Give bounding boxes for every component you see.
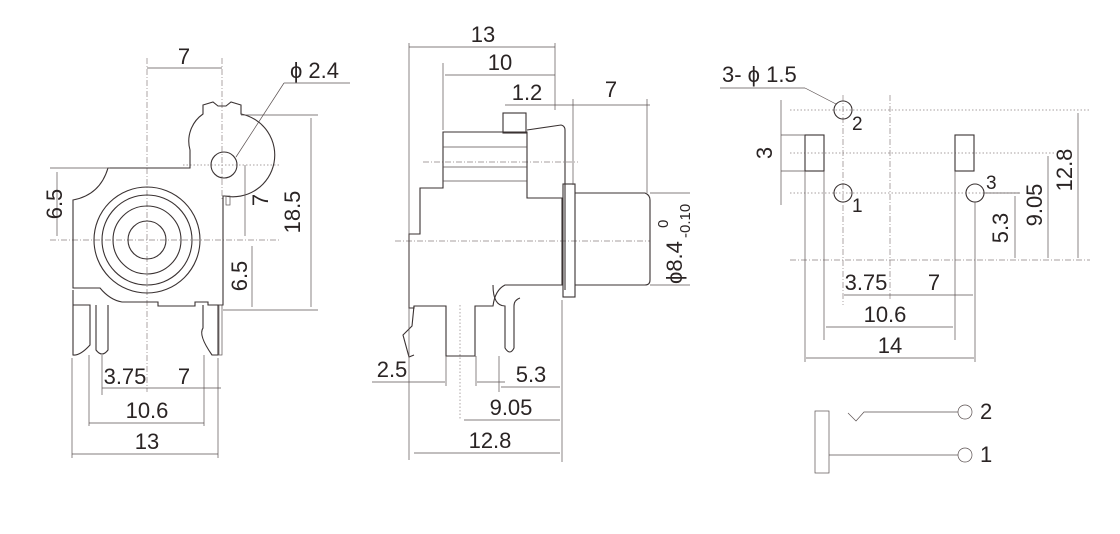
leader-line <box>804 87 837 105</box>
jack-ring-3 <box>112 205 182 275</box>
side-flange <box>562 183 576 298</box>
front-view: 7 ϕ 2.4 6.5 7 18.5 6.5 3.75 7 10.6 13 <box>42 44 350 458</box>
side-dim-pin-a: 2.5 <box>377 357 408 382</box>
side-body-outline <box>408 131 563 357</box>
front-hole-dia: ϕ 2.4 <box>290 58 339 83</box>
side-shell <box>526 124 566 290</box>
hole-pin-2 <box>833 100 853 120</box>
terminal-label-1: 1 <box>980 442 992 467</box>
dim-v-c: 12.8 <box>1052 149 1077 192</box>
jack-center-hole <box>127 220 167 260</box>
jack-outer-ring <box>93 186 201 294</box>
front-dim-left-height: 6.5 <box>42 189 67 220</box>
front-pin-1 <box>95 305 109 355</box>
side-dim-pin-c: 9.05 <box>490 395 533 420</box>
front-dim-pin-spacing: 7 <box>178 364 190 389</box>
front-dim-pin-offset: 3.75 <box>104 364 147 389</box>
side-dim-flange: 1.2 <box>512 80 543 105</box>
jack-sleeve-symbol <box>814 410 830 474</box>
side-dim-barrel-tol-upper: 0 <box>655 220 672 228</box>
leader-line <box>235 82 285 158</box>
dim-h-d: 14 <box>878 333 902 358</box>
side-dim-pin-d: 12.8 <box>469 428 512 453</box>
dim-v-a: 5.3 <box>988 213 1013 244</box>
slot-left <box>804 134 825 172</box>
front-dim-total-height: 18.5 <box>280 191 305 234</box>
side-pin-right <box>492 284 521 353</box>
terminal-2 <box>957 404 973 420</box>
dim-h-b: 7 <box>928 270 940 295</box>
schematic-symbol: 2 1 <box>814 399 992 474</box>
front-dim-top: 7 <box>178 44 190 69</box>
front-pin-3 <box>201 305 219 356</box>
side-view: 13 10 1.2 7 ϕ8.4 0 -0.10 2.5 5.3 9.05 12… <box>372 22 694 462</box>
front-dim-lower-height: 6.5 <box>227 261 252 292</box>
front-pin-tab <box>218 304 223 356</box>
switch-contact-line <box>847 411 958 422</box>
side-dim-body-depth: 10 <box>488 50 512 75</box>
terminal-1 <box>957 447 973 463</box>
tab-pin <box>225 195 231 206</box>
dim-slot: 3 <box>752 147 777 159</box>
front-pin-left <box>72 290 91 356</box>
hole-pin-1 <box>833 183 853 203</box>
front-dim-pin-span: 10.6 <box>126 398 169 423</box>
side-dim-total-depth: 13 <box>471 22 495 47</box>
dim-v-b: 9.05 <box>1022 184 1047 227</box>
terminal-label-2: 2 <box>980 399 992 424</box>
side-barrel <box>575 192 651 286</box>
front-dim-tab-height: 7 <box>248 194 273 206</box>
side-ribs <box>443 146 527 182</box>
side-pin-left <box>402 305 415 358</box>
front-dim-width: 13 <box>135 429 159 454</box>
pin-label-3: 3 <box>986 173 997 194</box>
mount-hole <box>210 151 238 179</box>
dim-h-c: 10.6 <box>864 302 907 327</box>
hole-callout: 3- ϕ 1.5 <box>722 62 797 87</box>
pin-label-2: 2 <box>852 114 863 135</box>
side-dim-barrel: 7 <box>605 77 617 102</box>
side-dim-barrel-tol-lower: -0.10 <box>677 204 694 238</box>
front-body-outline <box>72 101 276 307</box>
side-dim-pin-b: 5.3 <box>516 362 547 387</box>
dim-h-a: 3.75 <box>845 270 888 295</box>
footprint-view: 3- ϕ 1.5 2 1 3 3 5.3 9.05 12.8 3.75 7 10 <box>720 62 1090 362</box>
pin-label-1: 1 <box>852 196 863 217</box>
jack-ring-2 <box>101 194 193 286</box>
side-top-pin <box>502 112 527 134</box>
side-dim-barrel-dia: ϕ8.4 <box>662 241 687 284</box>
slot-right <box>954 134 975 172</box>
